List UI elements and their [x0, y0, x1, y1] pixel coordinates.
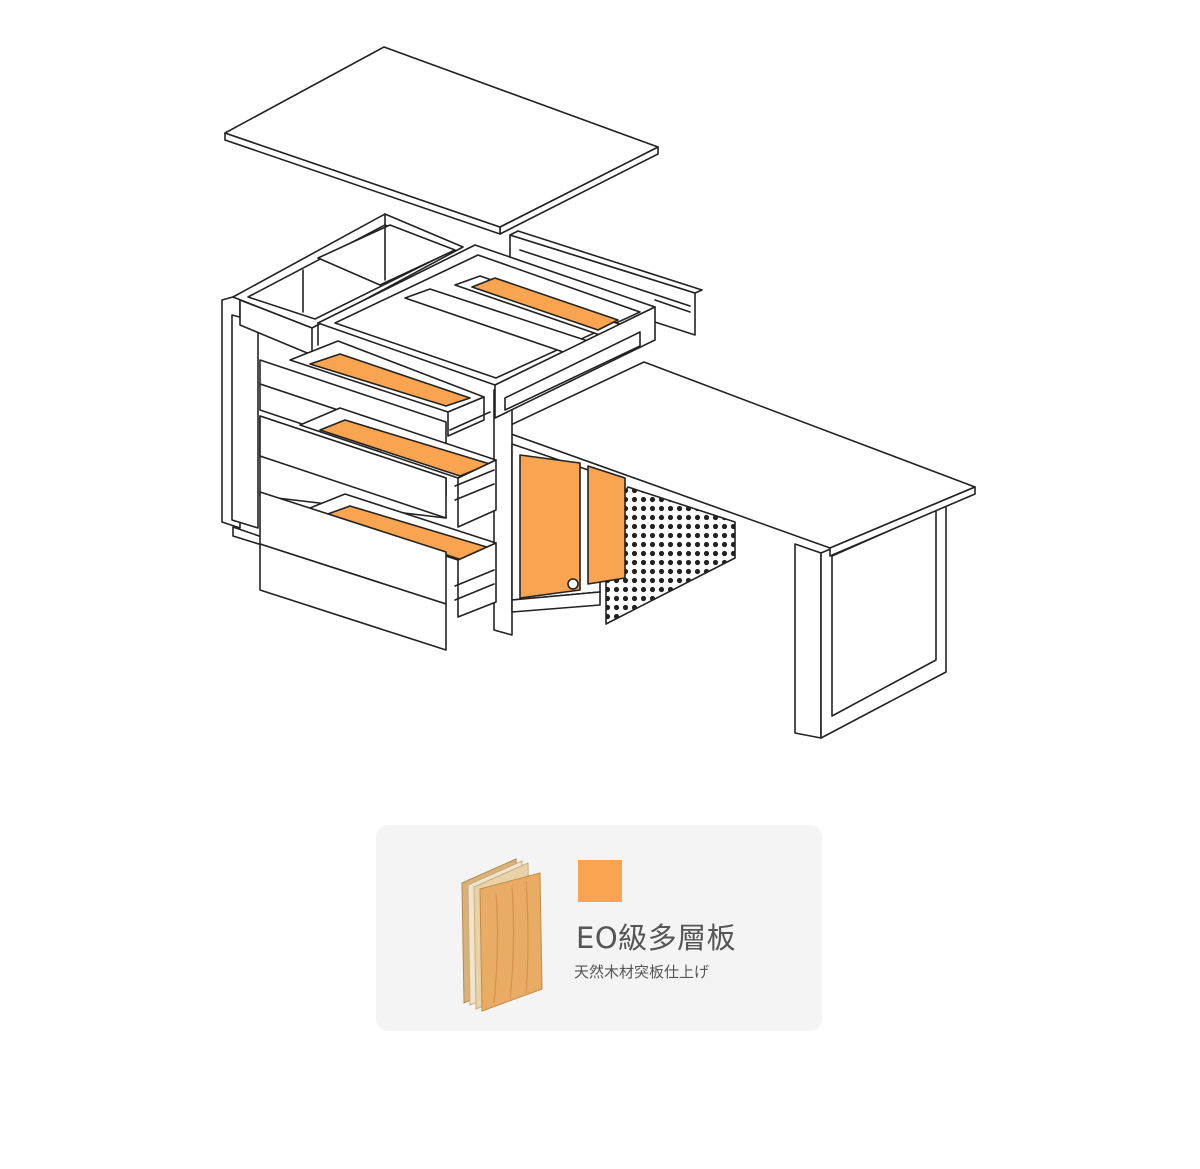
- inner-frame: [317, 244, 656, 419]
- upper-frame: [232, 213, 464, 356]
- material-title: EO級多層板: [576, 921, 737, 955]
- material-legend-card: EO級多層板 天然木材突板仕上げ: [376, 825, 822, 1031]
- cabinet-body: [493, 383, 626, 636]
- plywood-sample-icon: [461, 858, 543, 1012]
- furniture-exploded-diagram: [221, 46, 976, 739]
- drawer-3: [259, 491, 497, 651]
- drawer-rails: [449, 411, 495, 601]
- material-color-swatch: [578, 860, 622, 902]
- extension-desk-top: [499, 361, 976, 557]
- top-panel: [224, 46, 659, 235]
- desk-leg-frame: [794, 499, 947, 739]
- material-subtitle: 天然木材突板仕上げ: [574, 963, 710, 981]
- drawer-2: [259, 407, 497, 528]
